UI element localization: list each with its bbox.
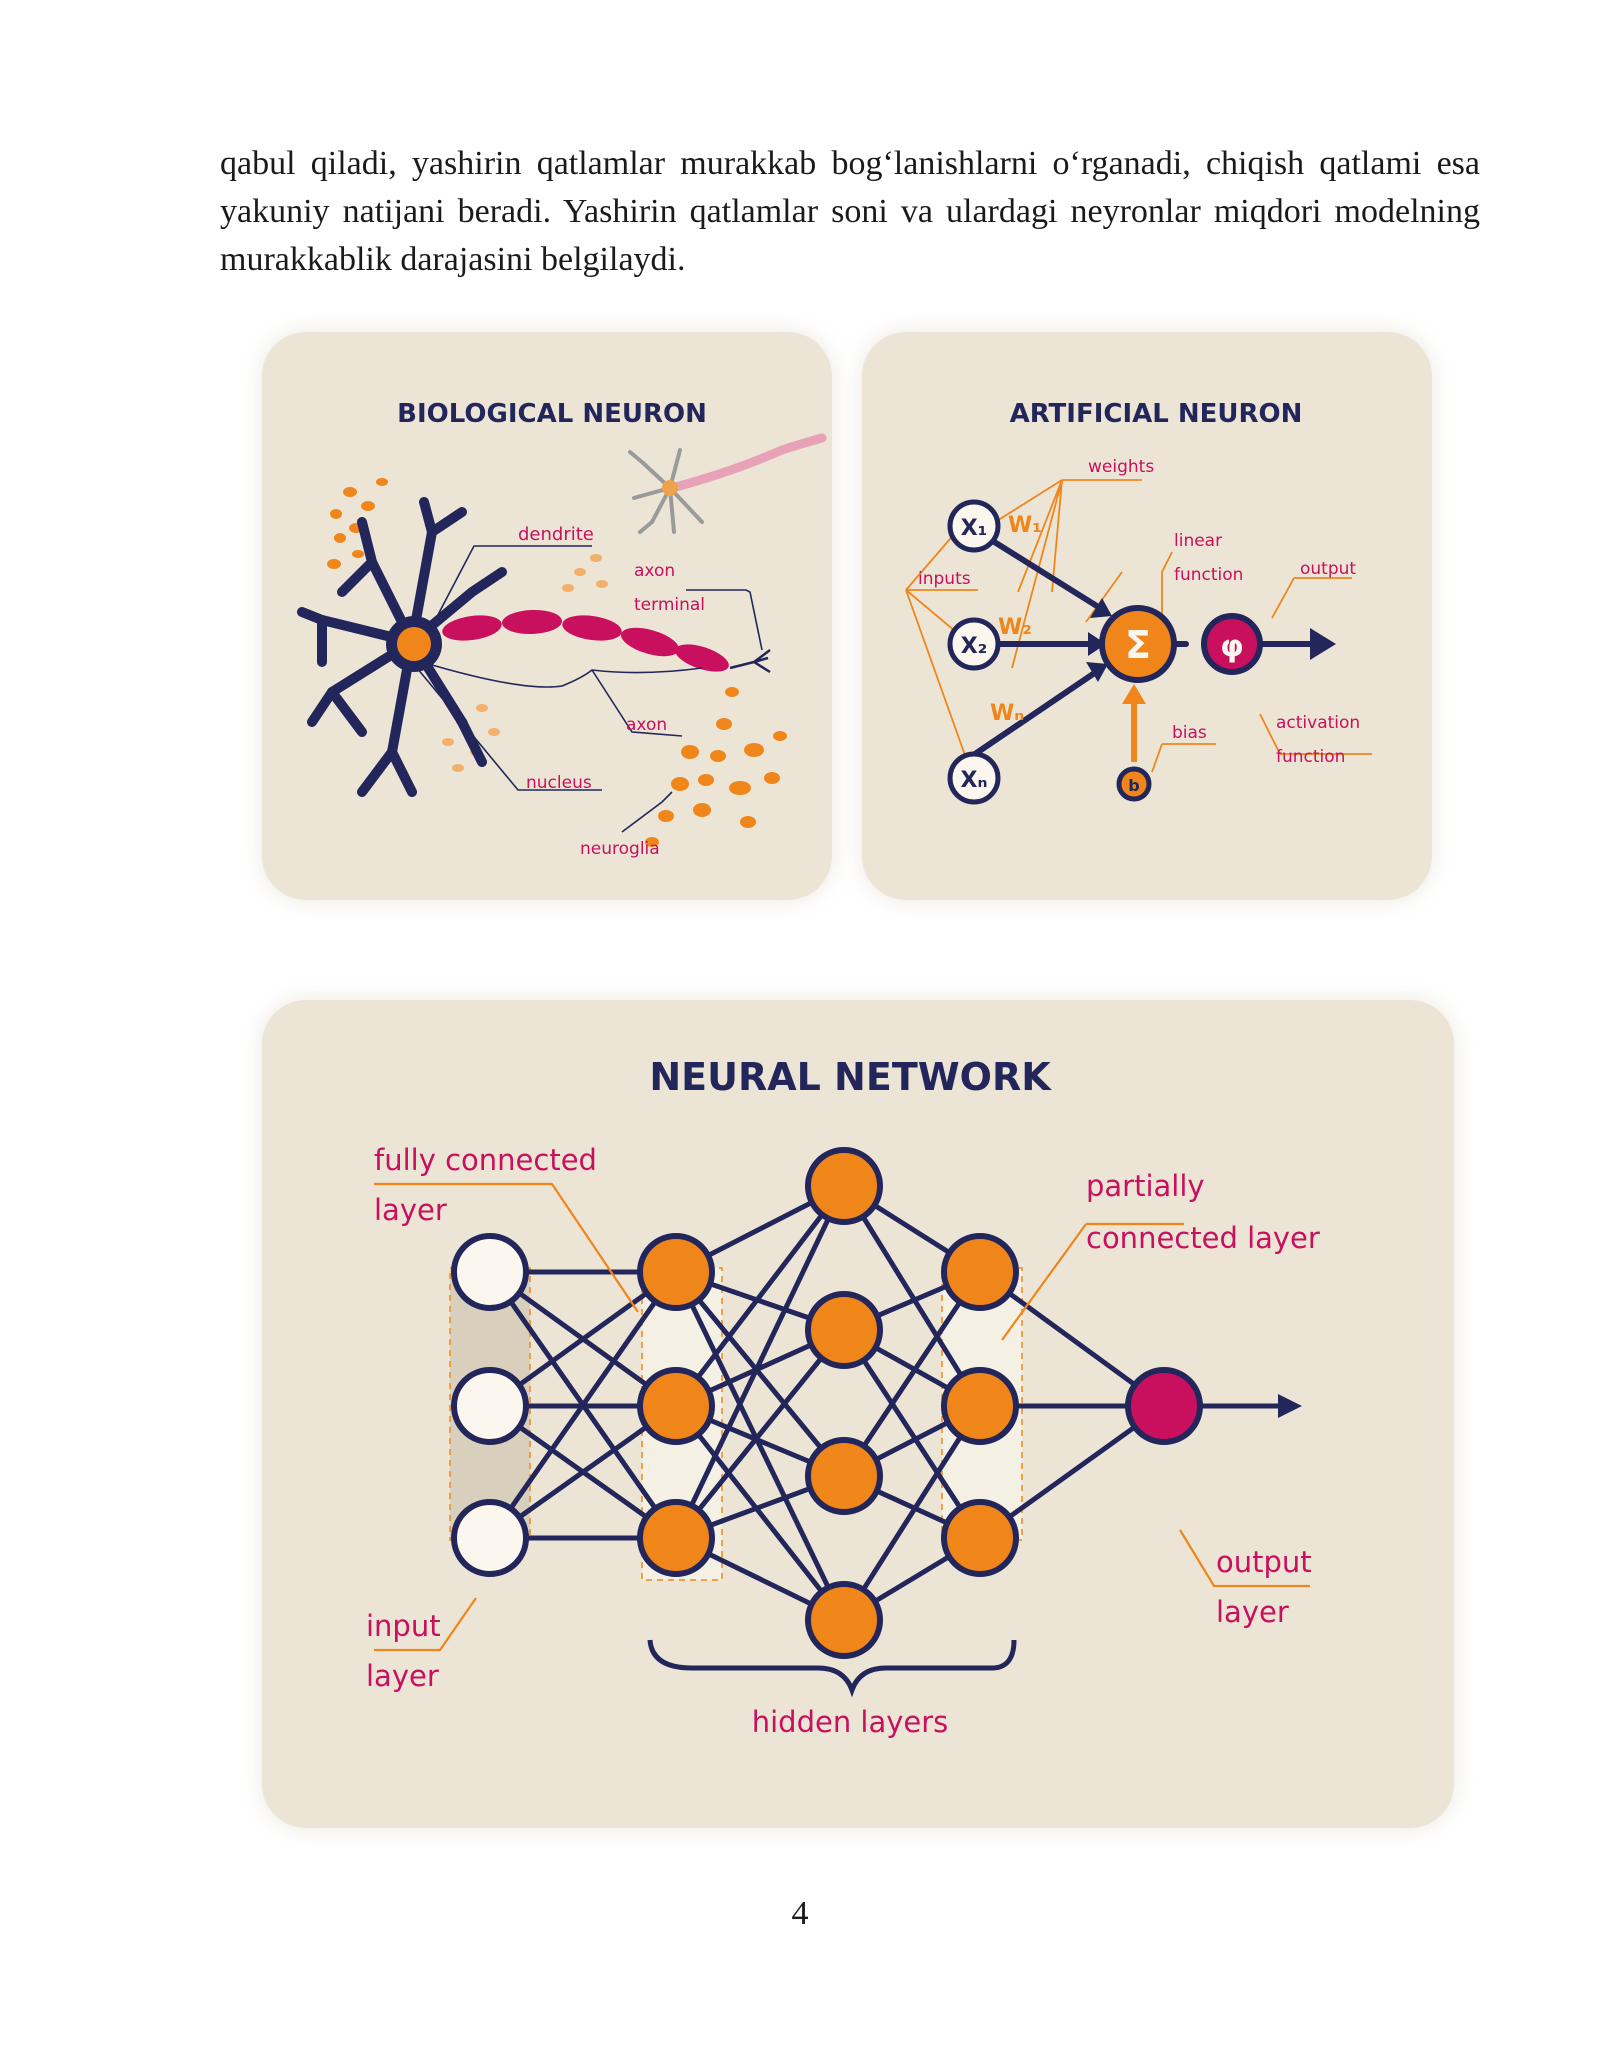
label-inputs: inputs bbox=[918, 569, 971, 589]
label-activation-1: activation bbox=[1276, 713, 1360, 733]
label-partially-connected-2: connected layer bbox=[1086, 1221, 1320, 1255]
axon-myelin bbox=[442, 609, 729, 672]
label-hidden-layers: hidden layers bbox=[752, 1705, 949, 1739]
label-output-layer-2: layer bbox=[1216, 1595, 1289, 1629]
neural-network-panel: NEURAL NETWORK bbox=[262, 1000, 1454, 1828]
svg-text:X₂: X₂ bbox=[961, 634, 988, 659]
label-bias: bias bbox=[1172, 723, 1207, 743]
biological-neuron-panel: BIOLOGICAL NEURON bbox=[262, 332, 832, 900]
input-node-1: X₁ bbox=[947, 499, 1001, 553]
label-activation-2: function bbox=[1276, 747, 1345, 767]
weight-1: W₁ bbox=[1008, 513, 1042, 538]
activation-node: φ bbox=[1201, 613, 1263, 675]
svg-text:b: b bbox=[1128, 776, 1139, 795]
artificial-neuron-diagram: ARTIFICIAL NEURON bbox=[905, 399, 1372, 805]
label-axon: axon bbox=[626, 715, 667, 735]
svg-text:φ: φ bbox=[1220, 629, 1243, 664]
label-input-layer-1: input bbox=[366, 1609, 441, 1643]
dendrites bbox=[297, 497, 507, 797]
body-paragraph: qabul qiladi, yashirin qatlamlar murakka… bbox=[220, 145, 1480, 278]
small-axon bbox=[667, 433, 827, 493]
artificial-neuron-panel: ARTIFICIAL NEURON bbox=[862, 332, 1432, 900]
label-axon-terminal-2: terminal bbox=[634, 595, 705, 615]
output-arrow-head bbox=[1278, 1394, 1302, 1418]
label-linear-1: linear bbox=[1174, 531, 1222, 551]
leader-lines bbox=[411, 545, 763, 833]
label-nucleus: nucleus bbox=[526, 773, 592, 793]
neural-network-diagram: NEURAL NETWORK bbox=[366, 1055, 1320, 1739]
hidden-layer-1-nodes bbox=[637, 1233, 715, 1577]
bias-node: b bbox=[1116, 766, 1152, 802]
hidden-layers-brace bbox=[647, 1639, 1017, 1698]
summation-node: Σ bbox=[1099, 605, 1177, 683]
axon-terminal-icon bbox=[729, 649, 771, 674]
input-nodes bbox=[451, 1233, 529, 1577]
neuroglia-cluster bbox=[645, 687, 787, 847]
artificial-neuron-title: ARTIFICIAL NEURON bbox=[1010, 399, 1303, 429]
arrow-heads bbox=[1086, 598, 1336, 682]
biological-neuron-title: BIOLOGICAL NEURON bbox=[397, 399, 707, 429]
nucleus-icon bbox=[397, 627, 431, 661]
input-node-n: Xₙ bbox=[947, 751, 1001, 805]
label-weights: weights bbox=[1088, 457, 1154, 477]
label-partially-connected-1: partially bbox=[1086, 1169, 1205, 1203]
page-number: 4 bbox=[791, 1895, 809, 1932]
label-output: output bbox=[1300, 559, 1356, 579]
neural-network-title: NEURAL NETWORK bbox=[649, 1055, 1052, 1099]
svg-text:X₁: X₁ bbox=[961, 516, 988, 541]
label-fully-connected-1: fully connected bbox=[374, 1143, 597, 1177]
label-fully-connected-2: layer bbox=[374, 1193, 447, 1227]
bias-arrow-head bbox=[1122, 684, 1146, 704]
label-dendrite: dendrite bbox=[518, 524, 594, 545]
label-input-layer-2: layer bbox=[366, 1659, 439, 1693]
svg-text:Σ: Σ bbox=[1125, 623, 1151, 667]
small-neuron-body bbox=[662, 480, 678, 496]
weight-2: W₂ bbox=[998, 615, 1032, 640]
input-node-2: X₂ bbox=[947, 617, 1001, 671]
artificial-leader-lines bbox=[905, 479, 1372, 773]
weight-n: Wₙ bbox=[990, 701, 1024, 726]
label-output-layer-1: output bbox=[1216, 1545, 1312, 1579]
label-axon-terminal-1: axon bbox=[634, 561, 675, 581]
svg-text:Xₙ: Xₙ bbox=[961, 768, 988, 793]
small-neuron-icon bbox=[628, 448, 704, 534]
network-leader-lines bbox=[374, 1182, 1310, 1652]
output-node bbox=[1125, 1367, 1203, 1445]
hidden-layer-3-nodes bbox=[941, 1233, 1019, 1577]
hidden-layer-2-nodes bbox=[805, 1147, 883, 1659]
label-neuroglia: neuroglia bbox=[580, 839, 660, 859]
label-linear-2: function bbox=[1174, 565, 1243, 585]
biological-neuron-diagram: BIOLOGICAL NEURON bbox=[297, 399, 827, 859]
